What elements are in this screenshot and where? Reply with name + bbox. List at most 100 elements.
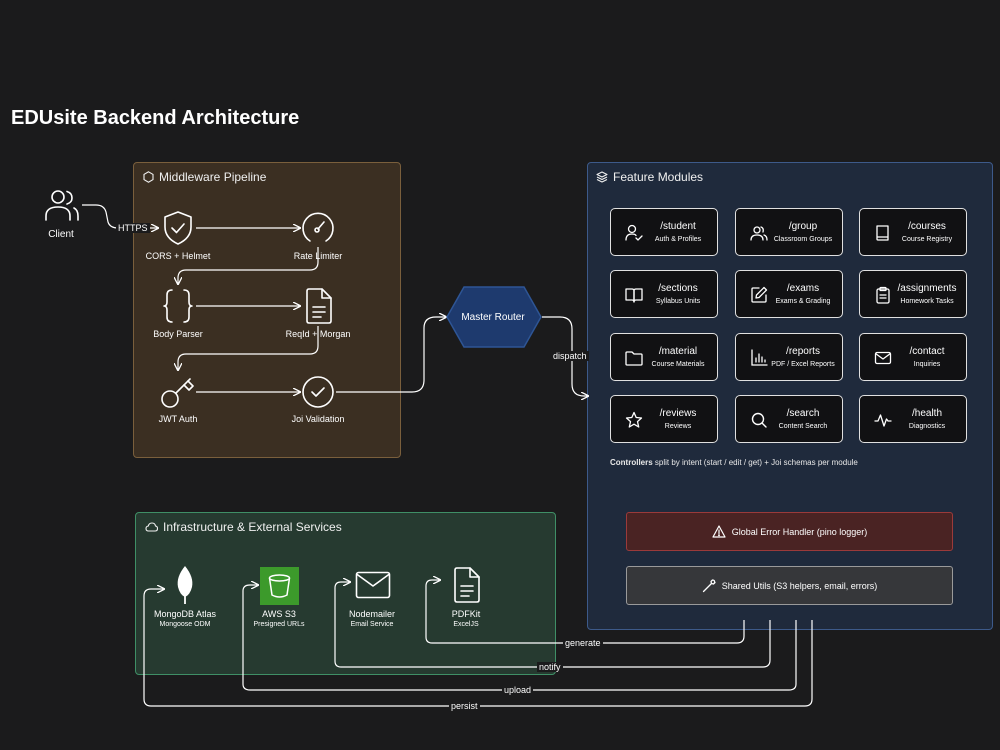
hexagon-icon — [143, 171, 154, 183]
infra-group-title: Infrastructure & External Services — [163, 520, 342, 534]
generate-edge-label: generate — [563, 638, 603, 648]
module-subtitle: Course Registry — [901, 236, 953, 243]
persist-edge-label: persist — [449, 701, 480, 711]
module-subtitle: Course Materials — [651, 361, 705, 368]
layers-icon — [596, 171, 608, 183]
module-card-student: /student Auth & Profiles — [610, 208, 718, 256]
aws-s3-label: AWS S3 — [262, 609, 296, 619]
reqid-morgan-label: ReqId + Morgan — [285, 329, 351, 339]
search-icon — [751, 412, 767, 428]
folder-icon — [625, 351, 643, 366]
wrench-icon — [702, 578, 716, 592]
client-label: Client — [48, 229, 74, 240]
pdfkit-label: PDFKit — [451, 609, 481, 619]
open-book-icon — [625, 288, 643, 303]
feature-group-title: Feature Modules — [613, 170, 704, 184]
dispatch-edge-label: dispatch — [551, 351, 589, 361]
star-icon — [625, 411, 643, 428]
user-check-icon — [625, 224, 643, 241]
check-circle-icon — [302, 376, 334, 408]
shield-check-icon — [164, 211, 192, 245]
module-subtitle: Content Search — [778, 423, 828, 430]
module-card-sections: /sections Syllabus Units — [610, 270, 718, 318]
leaf-icon — [177, 566, 193, 604]
feature-group-label: Feature Modules — [596, 170, 703, 184]
master-router-label: Master Router — [461, 312, 525, 323]
global-error-handler: Global Error Handler (pino logger) — [626, 512, 953, 551]
pdfkit-sub: ExcelJS — [453, 621, 479, 628]
module-title: /assignments — [897, 283, 957, 294]
jwt-auth-label: JWT Auth — [158, 414, 198, 424]
module-subtitle: PDF / Excel Reports — [771, 361, 835, 368]
module-subtitle: Inquiries — [913, 361, 941, 368]
module-card-assignments: /assignments Homework Tasks — [859, 270, 967, 318]
https-edge-label: HTTPS — [116, 223, 150, 233]
users-icon — [750, 226, 768, 241]
module-card-courses: /courses Course Registry — [859, 208, 967, 256]
controllers-note: Controllers split by intent (start / edi… — [610, 458, 858, 467]
warning-icon — [712, 525, 726, 538]
document-icon — [306, 288, 332, 324]
module-card-reports: /reports PDF / Excel Reports — [735, 333, 843, 381]
module-title: /exams — [786, 283, 820, 294]
module-subtitle: Homework Tasks — [900, 298, 954, 305]
module-title: /sections — [658, 283, 698, 294]
bar-chart-icon — [751, 349, 768, 366]
mongodb-sub: Mongoose ODM — [159, 621, 211, 628]
module-card-exams: /exams Exams & Grading — [735, 270, 843, 318]
module-card-health: /health Diagnostics — [859, 395, 967, 443]
module-card-material: /material Course Materials — [610, 333, 718, 381]
module-subtitle: Exams & Grading — [775, 298, 831, 305]
infrastructure-group — [135, 512, 556, 675]
controllers-note-bold: Controllers — [610, 458, 653, 467]
module-title: /search — [786, 408, 820, 419]
clipboard-icon — [876, 286, 890, 304]
page-title: EDUsite Backend Architecture — [11, 107, 300, 129]
key-icon — [161, 378, 194, 408]
module-card-search: /search Content Search — [735, 395, 843, 443]
module-title: /courses — [908, 221, 946, 232]
braces-icon — [163, 289, 193, 323]
module-title: /contact — [909, 346, 945, 357]
users-icon — [45, 190, 79, 221]
cloud-icon — [145, 522, 158, 532]
module-subtitle: Syllabus Units — [655, 298, 701, 305]
module-card-contact: /contact Inquiries — [859, 333, 967, 381]
module-title: /health — [911, 408, 943, 419]
module-subtitle: Auth & Profiles — [654, 236, 702, 243]
nodemailer-label: Nodemailer — [348, 609, 396, 619]
nodemailer-sub: Email Service — [350, 621, 394, 628]
pulse-icon — [874, 414, 892, 427]
controllers-note-text: split by intent (start / edit / get) + J… — [652, 458, 858, 467]
gauge-icon — [302, 212, 334, 242]
body-parser-label: Body Parser — [153, 329, 203, 339]
mongodb-label: MongoDB Atlas — [153, 609, 217, 619]
book-icon — [876, 225, 889, 241]
edit-icon — [751, 286, 768, 303]
rate-limiter-label: Rate Limiter — [293, 251, 343, 261]
upload-edge-label: upload — [502, 685, 534, 695]
middleware-group-title: Middleware Pipeline — [159, 170, 267, 184]
aws-s3-sub: Presigned URLs — [253, 621, 305, 628]
master-router-node — [446, 286, 542, 348]
cors-helmet-label: CORS + Helmet — [145, 251, 211, 261]
infra-group-label: Infrastructure & External Services — [145, 520, 342, 534]
shared-utils-label: Shared Utils (S3 helpers, email, errors) — [721, 580, 878, 591]
module-title: /student — [660, 221, 696, 232]
error-handler-label: Global Error Handler (pino logger) — [731, 526, 868, 537]
module-title: /material — [658, 346, 698, 357]
module-title: /reviews — [659, 408, 697, 419]
module-title: /reports — [786, 346, 820, 357]
module-subtitle: Diagnostics — [908, 423, 946, 430]
module-card-reviews: /reviews Reviews — [610, 395, 718, 443]
bucket-icon — [260, 567, 299, 605]
notify-edge-label: notify — [537, 662, 563, 672]
module-title: /group — [788, 221, 818, 232]
module-subtitle: Reviews — [664, 423, 692, 430]
joi-validation-label: Joi Validation — [291, 414, 345, 424]
module-card-group: /group Classroom Groups — [735, 208, 843, 256]
middleware-group-label: Middleware Pipeline — [143, 170, 266, 184]
module-subtitle: Classroom Groups — [773, 236, 833, 243]
shared-utils: Shared Utils (S3 helpers, email, errors) — [626, 566, 953, 605]
